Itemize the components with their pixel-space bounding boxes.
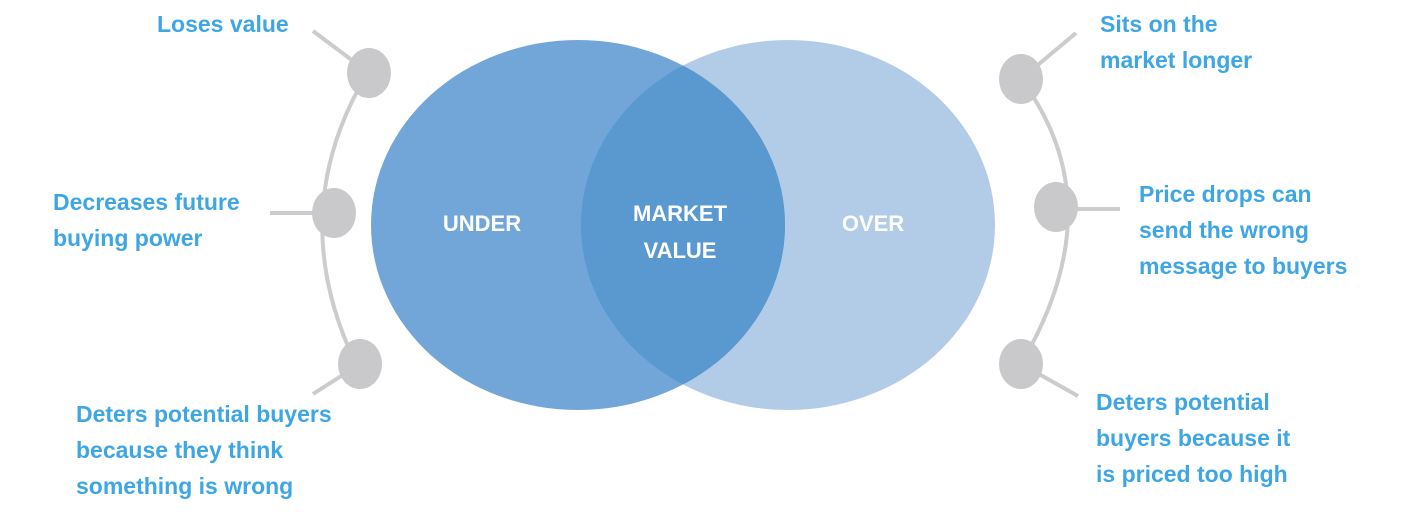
over-note-bubble-2 bbox=[1034, 182, 1078, 232]
over-note-price-drops: Price drops can send the wrong message t… bbox=[1139, 176, 1347, 284]
note-line: Deters potential bbox=[1096, 389, 1270, 415]
under-note-bubble-2 bbox=[312, 188, 356, 238]
under-note-loses-value: Loses value bbox=[157, 6, 289, 42]
note-line: Decreases future bbox=[53, 189, 240, 215]
under-note-bubble-3 bbox=[338, 339, 382, 389]
under-note-decreases-buying-power: Decreases future buying power bbox=[53, 184, 240, 256]
note-line: buyers because it bbox=[1096, 425, 1291, 451]
market-value-label-line1: MARKET bbox=[633, 201, 728, 226]
note-line: Sits on the bbox=[1100, 11, 1218, 37]
over-note-sits-longer: Sits on the market longer bbox=[1100, 6, 1252, 78]
note-line: something is wrong bbox=[76, 473, 294, 499]
note-line: message to buyers bbox=[1139, 253, 1348, 279]
over-note-bubble-1 bbox=[999, 54, 1043, 104]
note-line: because they think bbox=[76, 437, 284, 463]
under-note-deters-buyers: Deters potential buyers because they thi… bbox=[76, 396, 332, 504]
note-line: buying power bbox=[53, 225, 203, 251]
note-line: Price drops can bbox=[1139, 181, 1312, 207]
note-line: Deters potential buyers bbox=[76, 401, 332, 427]
market-value-label-line2: VALUE bbox=[644, 238, 717, 263]
under-label: UNDER bbox=[443, 211, 521, 236]
note-line: send the wrong bbox=[1139, 217, 1309, 243]
over-note-bubble-3 bbox=[999, 339, 1043, 389]
under-note-bubble-1 bbox=[347, 48, 391, 98]
note-line: Loses value bbox=[157, 11, 289, 37]
market-value-overlap bbox=[581, 40, 785, 410]
note-line: market longer bbox=[1100, 47, 1253, 73]
note-line: is priced too high bbox=[1096, 461, 1288, 487]
over-label: OVER bbox=[842, 211, 904, 236]
over-note-deters-buyers: Deters potential buyers because it is pr… bbox=[1096, 384, 1290, 492]
